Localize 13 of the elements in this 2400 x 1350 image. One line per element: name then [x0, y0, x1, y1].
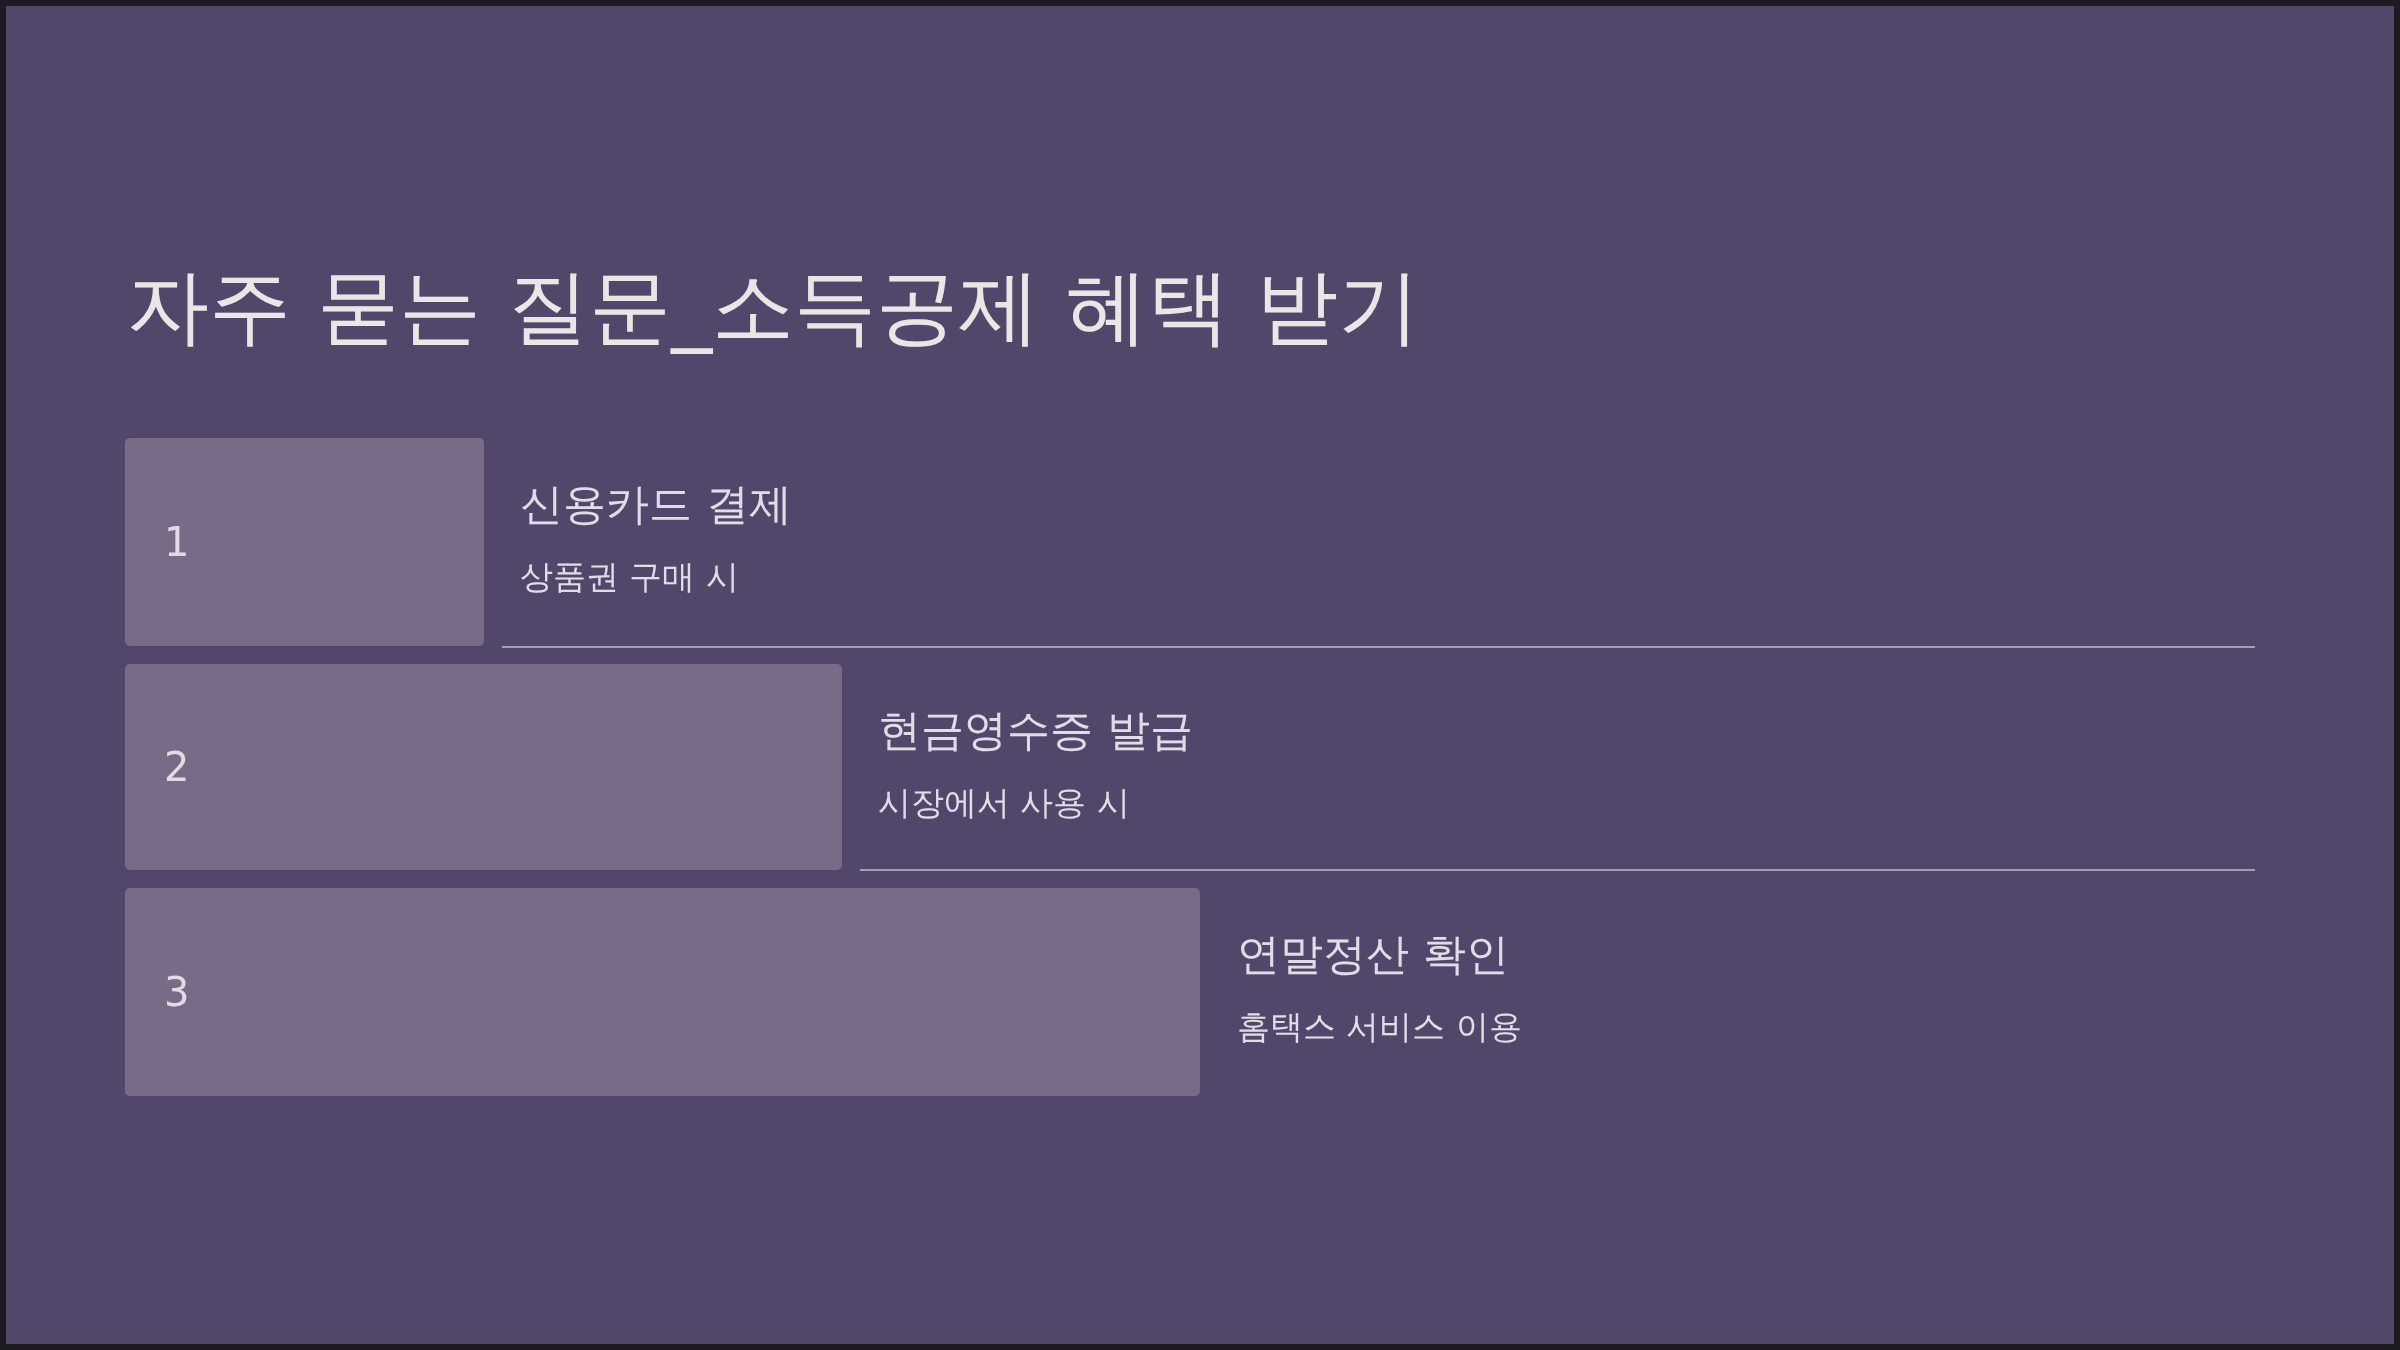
step-number: 1: [164, 520, 190, 564]
step-heading: 현금영수증 발급: [878, 706, 1193, 756]
step-bar: [125, 888, 1200, 1096]
step-bar: [125, 438, 484, 646]
step-number: 3: [164, 970, 190, 1014]
step-description: 시장에서 사용 시: [878, 784, 1130, 822]
step-heading: 연말정산 확인: [1237, 930, 1509, 980]
slide-title: 자주 묻는 질문_소득공제 혜택 받기: [127, 262, 1421, 353]
step-bar: [125, 664, 842, 870]
step-number: 2: [164, 745, 190, 789]
step-description: 홈택스 서비스 이용: [1237, 1008, 1522, 1046]
step-description: 상품권 구매 시: [520, 558, 739, 596]
step-heading: 신용카드 결제: [520, 480, 792, 530]
